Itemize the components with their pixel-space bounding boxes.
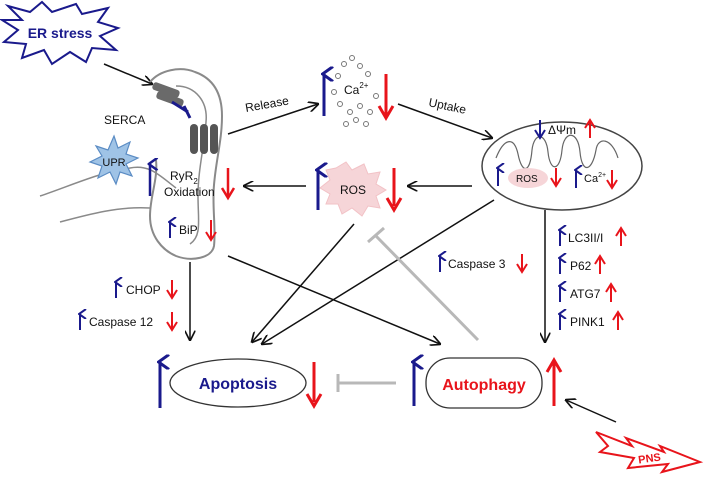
- autophagy-markers: LC3II/I P62 ATG7 PINK1: [560, 226, 627, 330]
- delta-psi-down-arrow-icon: [534, 120, 546, 140]
- caspase3-group: Caspase 3: [440, 254, 528, 274]
- pns-shape: [595, 431, 704, 474]
- arrow-er-to-serca: [103, 63, 152, 84]
- pink1-red-up-arrow-icon: [612, 310, 624, 330]
- er-membrane-inner: [175, 85, 207, 245]
- serca-pump: [152, 82, 192, 119]
- apoptosis-label: Apoptosis: [199, 376, 277, 393]
- upr-shape: [88, 134, 140, 186]
- inhibit-autophagy-ros: [367, 226, 480, 342]
- autophagy-node: Autophagy: [425, 357, 543, 409]
- ca-down-arrow-icon: [377, 74, 395, 121]
- mito-cristae: [495, 134, 619, 170]
- apoptosis-down-arrow-icon: [305, 362, 323, 409]
- ryr2-channel: [190, 124, 218, 154]
- p62-red-up-arrow-icon: [594, 254, 606, 274]
- inhibit-autophagy-apoptosis: [336, 374, 396, 392]
- bip-down-arrow-icon: [205, 220, 217, 242]
- autophagy-label: Autophagy: [442, 377, 526, 394]
- mito-ros-label: ROS: [516, 174, 538, 185]
- caspase3-label: Caspase 3: [448, 257, 506, 271]
- arrow-release: [227, 104, 318, 135]
- arrow-er-to-autophagy: [227, 255, 440, 344]
- serca-label: SERCA: [104, 113, 145, 127]
- mito-ros-down-arrow-icon: [550, 168, 562, 188]
- er-stress-label: ER stress: [28, 25, 93, 41]
- pns-node: PNS: [595, 431, 704, 474]
- ros-down-arrow-icon: [385, 168, 403, 213]
- apoptosis-node: Apoptosis: [169, 358, 307, 408]
- er-membrane: [148, 68, 224, 260]
- pns-label: PNS: [638, 452, 662, 467]
- ros-shape: [319, 161, 387, 217]
- bip-group: BiP: [170, 220, 217, 242]
- upr-node: UPR: [88, 134, 140, 186]
- mito-ca-down-arrow-icon: [606, 170, 618, 190]
- mito-ca-label: Ca2+: [584, 172, 606, 185]
- mito-potential-group: ΔΨm: [534, 118, 596, 140]
- chop-group: CHOP: [116, 280, 178, 300]
- arrow-ros-to-apoptosis: [252, 223, 355, 342]
- caspase12-label: Caspase 12: [89, 315, 153, 329]
- chop-label: CHOP: [126, 283, 161, 297]
- ca-label: Ca2+: [344, 81, 369, 97]
- caspase12-down-arrow-icon: [166, 312, 178, 332]
- chop-down-arrow-icon: [166, 280, 178, 300]
- arrow-pns-to-autophagy: [566, 400, 617, 423]
- er-stress-burst: ER stress: [0, 0, 121, 66]
- lc3-red-up-arrow-icon: [615, 226, 627, 246]
- atg7-label: ATG7: [570, 287, 601, 301]
- ryr2-label: RyR2: [170, 169, 198, 186]
- arrow-mito-to-apoptosis: [262, 199, 495, 344]
- lc3-label: LC3II/I: [568, 231, 603, 245]
- er-membrane-tail-2: [59, 206, 151, 223]
- caspase12-group: Caspase 12: [80, 312, 178, 332]
- release-label: Release: [244, 93, 290, 114]
- p62-label: P62: [570, 259, 592, 273]
- upr-label: UPR: [102, 157, 125, 169]
- ca-cloud: Ca2+: [331, 55, 379, 127]
- ros-label: ROS: [340, 183, 366, 197]
- er-membrane-tail: [39, 166, 177, 197]
- caspase3-down-arrow-icon: [516, 254, 528, 274]
- oxidation-label: Oxidation: [164, 185, 215, 199]
- autophagy-red-up-arrow-icon: [545, 357, 563, 406]
- atg7-red-up-arrow-icon: [605, 282, 617, 302]
- delta-psi-up-arrow-icon: [584, 118, 596, 138]
- er-stress-shape: [0, 0, 121, 66]
- bip-label: BiP: [179, 223, 198, 237]
- mitochondrion: ROS Ca2+: [481, 121, 643, 211]
- ryr2-down-arrow-icon: [220, 168, 236, 201]
- uptake-label: Uptake: [427, 95, 467, 117]
- pink1-label: PINK1: [570, 315, 605, 329]
- delta-psi-label: ΔΨm: [548, 123, 576, 137]
- arrow-uptake: [397, 103, 492, 138]
- ros-node: ROS: [319, 161, 387, 217]
